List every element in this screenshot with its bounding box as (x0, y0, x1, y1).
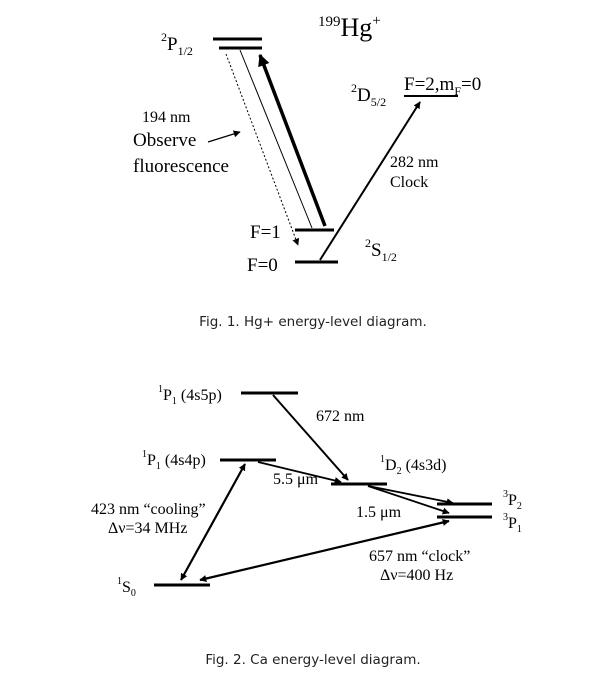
label-1-5um: 1.5 μm (356, 504, 402, 521)
decay-to-3p2-arrow (367, 485, 454, 506)
fig2-ca-diagram: 1P1 (4s5p) 1P1 (4s4p) 1D2 (4s3d) 3P2 3P1… (91, 384, 522, 599)
label-fluorescence: fluorescence (133, 156, 229, 177)
decay-5-5um-arrow (257, 461, 342, 484)
label-282nm: 282 nm (390, 154, 439, 171)
fig1-hg-diagram: 199Hg+ 2P1/2 2D5/2 F=2,mF=0 F=1 F=0 2S1/… (133, 13, 481, 276)
decay-line-thin (239, 49, 313, 229)
level-label-2d52: 2D5/2 (351, 81, 386, 109)
label-194nm: 194 nm (142, 109, 191, 126)
observe-pointer-arrow (207, 130, 241, 143)
fig1-title: 199Hg+ (318, 13, 381, 42)
label-dnu-400hz: Δν=400 Hz (380, 567, 453, 584)
decay-1-5um-arrow (367, 485, 450, 515)
level-label-f2-mf0: F=2,mF=0 (404, 74, 481, 98)
level-label-1p1-4s4p: 1P1 (4s4p) (142, 449, 206, 472)
label-657nm-clock: 657 nm “clock” (369, 548, 470, 565)
label-423nm-cooling: 423 nm “cooling” (91, 501, 206, 518)
level-label-1s0: 1S0 (117, 576, 136, 599)
label-clock: Clock (390, 174, 428, 191)
clock-657nm-arrow (199, 519, 450, 582)
decay-672nm-arrow (272, 394, 349, 481)
level-label-f0: F=0 (247, 255, 278, 276)
fluorescence-arrow-dotted (225, 53, 300, 246)
label-observe: Observe (133, 130, 196, 151)
clock-282nm-arrow (319, 101, 421, 261)
cooling-423nm-arrow (180, 463, 246, 581)
label-dnu-34mhz: Δν=34 MHz (108, 520, 187, 537)
excitation-194nm-arrow (258, 53, 327, 227)
level-label-f1: F=1 (250, 222, 281, 243)
fig2-caption: Fig. 2. Ca energy-level diagram. (205, 652, 420, 668)
level-label-1p1-4s5p: 1P1 (4s5p) (158, 384, 222, 407)
level-label-2p12: 2P1/2 (161, 30, 193, 58)
fig1-caption: Fig. 1. Hg+ energy-level diagram. (199, 314, 427, 330)
label-672nm: 672 nm (316, 408, 365, 425)
level-label-3p2: 3P2 (503, 489, 522, 512)
label-5-5um: 5.5 μm (273, 471, 319, 488)
level-label-1d2-4s3d: 1D2 (4s3d) (380, 454, 446, 477)
level-label-3p1: 3P1 (503, 512, 522, 535)
level-label-2s12: 2S1/2 (365, 236, 397, 264)
